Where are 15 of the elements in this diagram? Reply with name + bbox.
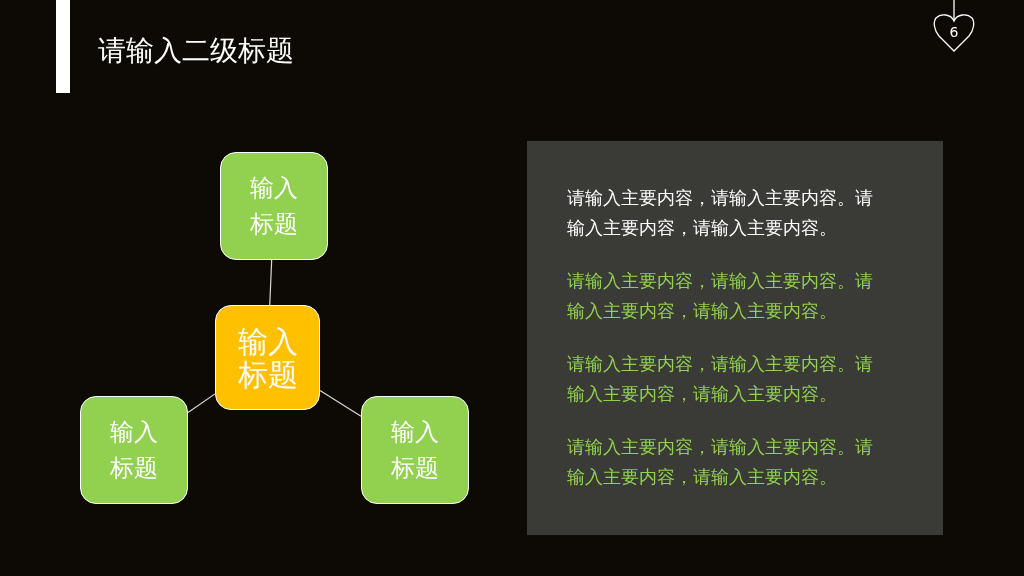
body-paragraph: 请输入主要内容，请输入主要内容。请输入主要内容，请输入主要内容。 — [567, 269, 874, 323]
title-box: 输入标题 — [220, 152, 328, 260]
connector-line — [319, 389, 362, 417]
connector-line — [269, 259, 273, 306]
body-paragraph: 请输入主要内容，请输入主要内容。请输入主要内容，请输入主要内容。 — [567, 435, 874, 489]
text-panel — [527, 141, 943, 535]
title-box: 输入标题 — [361, 396, 469, 504]
body-paragraph: 请输入主要内容，请输入主要内容。请输入主要内容，请输入主要内容。 — [567, 186, 874, 240]
title-box: 输入标题 — [215, 305, 320, 410]
slide-title: 请输入二级标题 — [98, 33, 294, 69]
page-number: 6 — [948, 23, 960, 41]
title-box: 输入标题 — [80, 396, 188, 504]
title-bar — [56, 0, 70, 93]
connector-line — [187, 393, 216, 414]
body-paragraph: 请输入主要内容，请输入主要内容。请输入主要内容，请输入主要内容。 — [567, 352, 874, 406]
